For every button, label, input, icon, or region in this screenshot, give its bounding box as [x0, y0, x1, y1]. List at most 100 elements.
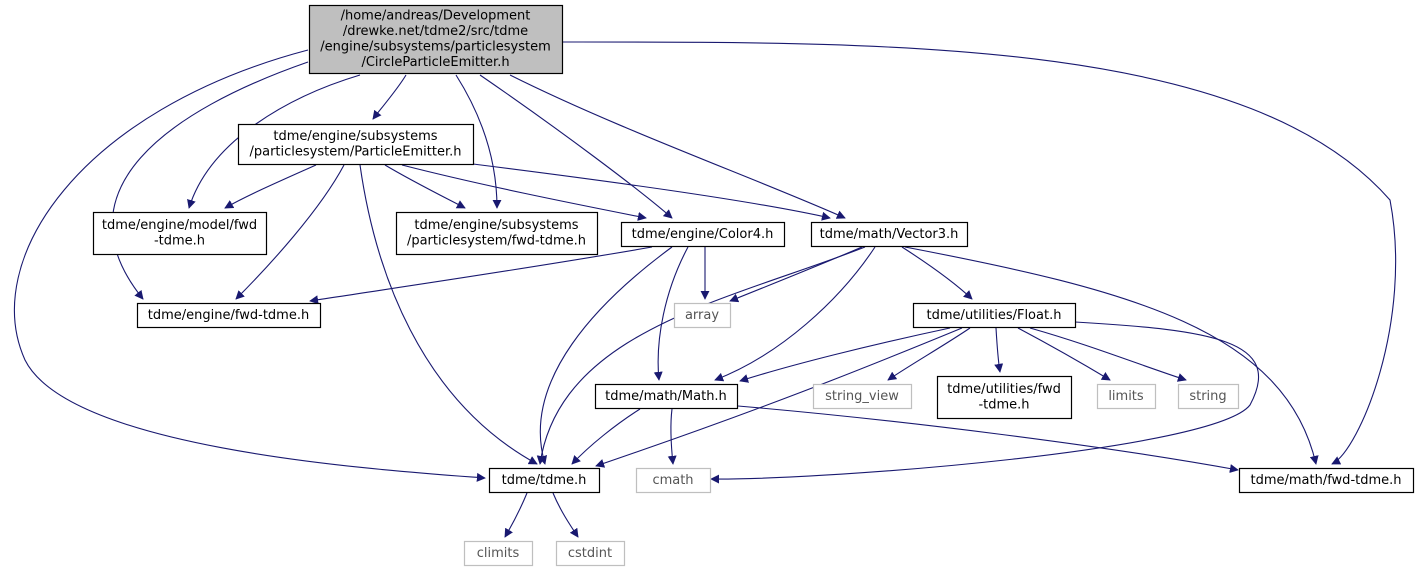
edge-float-to-sv	[887, 327, 971, 381]
node-vector3[interactable]: tdme/math/Vector3.h	[810, 221, 969, 248]
node-box	[463, 540, 534, 567]
node-box	[555, 540, 626, 567]
edge-math-to-cmath	[667, 408, 677, 465]
node-climits: climits	[463, 540, 534, 567]
node-label-line: array	[685, 308, 719, 323]
edge-root-to-color4	[479, 74, 673, 219]
node-label-line: /engine/subsystems/particlesystem	[320, 40, 551, 55]
edge-float-to-ufwd	[994, 327, 1004, 373]
node-label-line: string	[1189, 389, 1226, 404]
edge-pe-to-psfwd	[384, 164, 466, 209]
edge-pe-to-tdme	[359, 164, 538, 465]
node-label-line: tdme/math/Vector3.h	[820, 227, 959, 242]
node-box	[1096, 383, 1157, 410]
node-box	[395, 211, 599, 256]
edge-root-to-mfwd	[562, 41, 1397, 465]
edge-root-to-model	[187, 74, 361, 209]
node-label-line: tdme/utilities/fwd	[947, 382, 1061, 397]
node-label-line: /drewke.net/tdme2/src/tdme	[343, 24, 528, 39]
nodes-layer: /home/andreas/Development/drewke.net/tdm…	[92, 4, 1415, 567]
node-label-line: -tdme.h	[154, 234, 205, 249]
node-label-line: tdme/engine/model/fwd	[102, 218, 257, 233]
node-efwd[interactable]: tdme/engine/fwd-tdme.h	[136, 302, 322, 329]
node-box	[912, 302, 1077, 329]
node-box	[237, 123, 475, 166]
edge-float-to-tdme	[595, 327, 963, 468]
node-math[interactable]: tdme/math/Math.h	[594, 383, 739, 410]
edge-vector3-to-tdme	[536, 246, 866, 465]
edge-vector3-to-mfwd	[904, 246, 1319, 465]
node-label-line: /particlesystem/fwd-tdme.h	[407, 234, 586, 249]
edge-float-to-limits	[1017, 327, 1111, 381]
node-array: array	[673, 302, 732, 329]
node-psfwd[interactable]: tdme/engine/subsystems/particlesystem/fw…	[395, 211, 599, 256]
edge-vector3-to-math	[714, 246, 876, 382]
edge-root-to-vector3	[509, 74, 846, 219]
node-label-line: tdme/math/Math.h	[605, 389, 727, 404]
node-label-line: /home/andreas/Development	[341, 9, 531, 24]
node-float[interactable]: tdme/utilities/Float.h	[912, 302, 1077, 329]
edge-float-to-string	[1029, 327, 1187, 382]
node-label-line: tdme/engine/fwd-tdme.h	[148, 308, 309, 323]
edge-math-to-tdme	[571, 408, 641, 465]
edge-root-to-pe	[372, 74, 407, 120]
node-cstdint: cstdint	[555, 540, 626, 567]
node-label-line: limits	[1108, 389, 1144, 404]
edge-tdme-to-climits	[504, 492, 528, 538]
node-sv: string_view	[812, 383, 913, 410]
edges-layer	[14, 41, 1397, 538]
node-box	[810, 221, 969, 248]
node-model[interactable]: tdme/engine/model/fwd-tdme.h	[92, 211, 268, 256]
node-box	[488, 467, 601, 494]
node-box	[1238, 467, 1415, 494]
node-box	[92, 211, 268, 256]
node-box	[594, 383, 739, 410]
node-label-line: /particlesystem/ParticleEmitter.h	[249, 145, 461, 160]
node-label-line: -tdme.h	[978, 398, 1029, 413]
node-label-line: tdme/engine/subsystems	[273, 129, 437, 144]
edge-float-to-math	[739, 327, 951, 383]
node-label-line: climits	[477, 546, 520, 561]
node-label-line: tdme/engine/subsystems	[414, 218, 578, 233]
edge-vector3-to-float	[901, 246, 973, 300]
node-root[interactable]: /home/andreas/Development/drewke.net/tdm…	[308, 4, 564, 75]
node-box	[673, 302, 732, 329]
node-label-line: string_view	[825, 389, 899, 404]
node-pe[interactable]: tdme/engine/subsystems/particlesystem/Pa…	[237, 123, 475, 166]
node-box	[136, 302, 322, 329]
node-label-line: tdme/engine/Color4.h	[632, 227, 774, 242]
edge-pe-to-vector3	[472, 163, 831, 221]
node-label-line: cmath	[652, 473, 693, 488]
node-label-line: tdme/math/fwd-tdme.h	[1250, 473, 1401, 488]
node-mfwd[interactable]: tdme/math/fwd-tdme.h	[1238, 467, 1415, 494]
node-box	[1177, 383, 1240, 410]
edge-root-to-tdme	[14, 49, 486, 482]
edge-tdme-to-cstdint	[552, 492, 579, 538]
node-label-line: /CircleParticleEmitter.h	[361, 55, 509, 70]
edge-math-to-mfwd	[737, 405, 1239, 473]
edge-pe-to-efwd	[235, 164, 345, 300]
edge-root-to-psfwd	[455, 74, 502, 209]
node-box	[308, 4, 564, 75]
edge-pe-to-color4	[401, 164, 647, 221]
edge-color4-to-tdme	[538, 246, 673, 465]
node-tdme[interactable]: tdme/tdme.h	[488, 467, 601, 494]
node-label-line: tdme/utilities/Float.h	[927, 308, 1062, 323]
node-ufwd[interactable]: tdme/utilities/fwd-tdme.h	[936, 375, 1073, 420]
node-cmath: cmath	[635, 467, 712, 494]
node-box	[620, 221, 786, 248]
edge-root-to-efwd	[111, 61, 309, 300]
edge-float-to-cmath	[710, 321, 1260, 484]
edge-color4-to-math	[653, 246, 689, 381]
node-label-line: cstdint	[568, 546, 612, 561]
node-box	[936, 375, 1073, 420]
node-string: string	[1177, 383, 1240, 410]
node-color4[interactable]: tdme/engine/Color4.h	[620, 221, 786, 248]
edge-pe-to-model	[224, 164, 317, 209]
node-box	[812, 383, 913, 410]
node-limits: limits	[1096, 383, 1157, 410]
edge-color4-to-efwd	[309, 246, 653, 305]
node-box	[635, 467, 712, 494]
node-label-line: tdme/tdme.h	[502, 473, 587, 488]
